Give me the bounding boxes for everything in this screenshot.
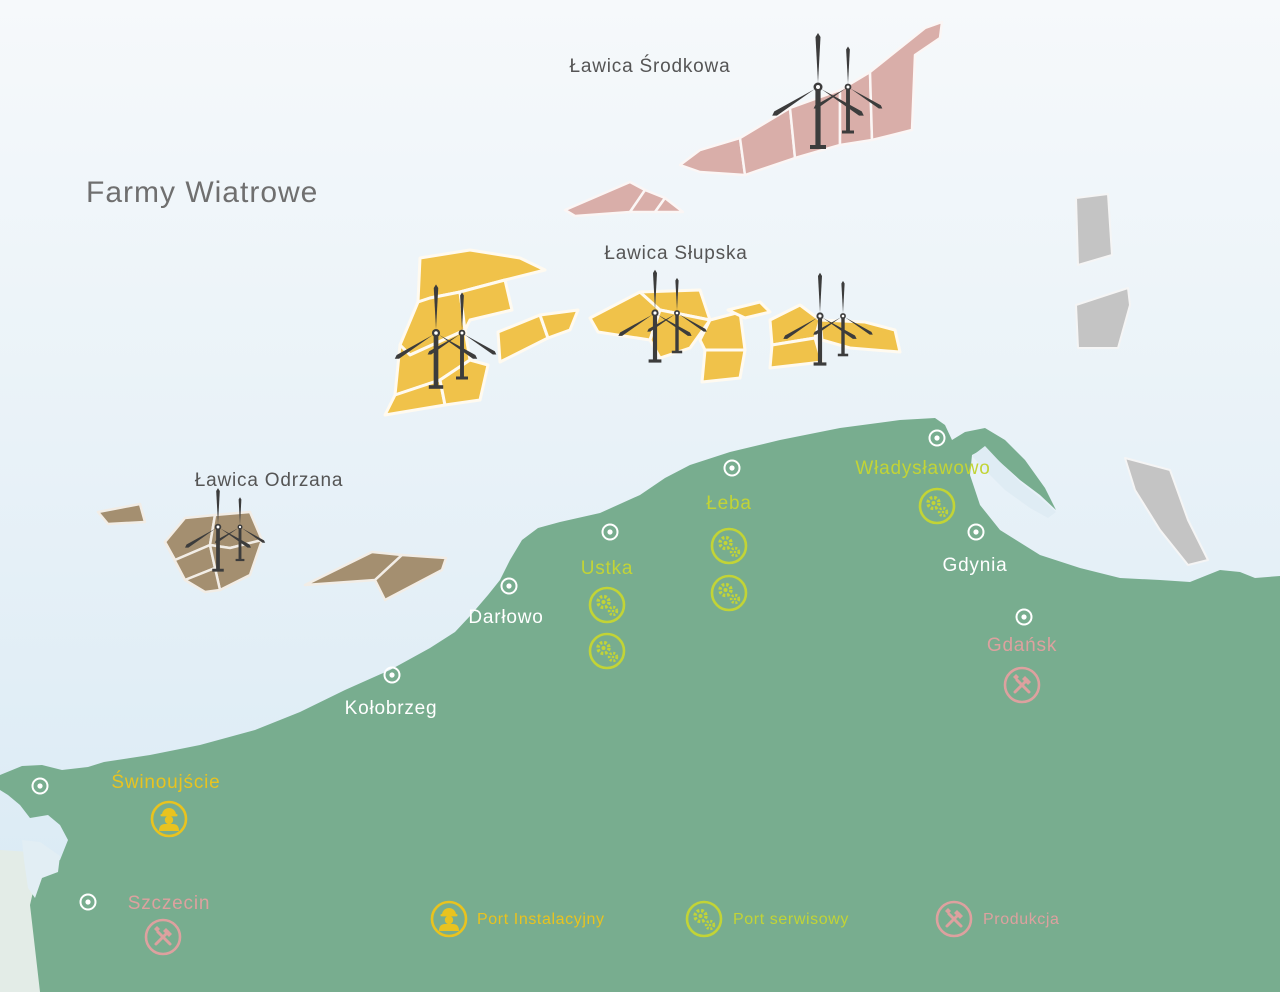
farm-label-slupska: Ławica Słupska (604, 243, 747, 264)
city-label-ustka: Ustka (581, 558, 634, 579)
city-label-szczecin: Szczecin (128, 893, 210, 914)
legend-label-service: Port serwisowy (733, 911, 849, 928)
legend-label-install: Port Instalacyjny (477, 911, 605, 928)
farm-lawica-odrzana (96, 502, 448, 602)
city-label-gdansk: Gdańsk (987, 635, 1057, 656)
city-label-kolobrzeg: Kołobrzeg (345, 698, 438, 719)
land-mass (0, 418, 1280, 992)
city-label-swinoujscie: Świnoujście (111, 771, 220, 793)
farm-lawica-srodkowa (563, 20, 944, 218)
farm-label-odrzana: Ławica Odrzana (195, 470, 344, 491)
city-label-darlowo: Darłowo (468, 607, 543, 628)
legend: Port Instalacyjny Port serwisowy Produkc… (430, 900, 1060, 938)
farm-grey-east (1075, 193, 1209, 566)
city-label-gdynia: Gdynia (942, 555, 1007, 576)
lagoon-szczecin (22, 840, 60, 898)
city-label-leba: Łeba (706, 493, 751, 514)
legend-label-production: Produkcja (983, 911, 1060, 928)
map-title: Farmy Wiatrowe (86, 176, 318, 209)
city-label-wladyslawowo: Władysławowo (855, 458, 990, 479)
farm-label-srodkowa: Ławica Środkowa (570, 55, 731, 77)
puck-bay (972, 446, 1056, 518)
